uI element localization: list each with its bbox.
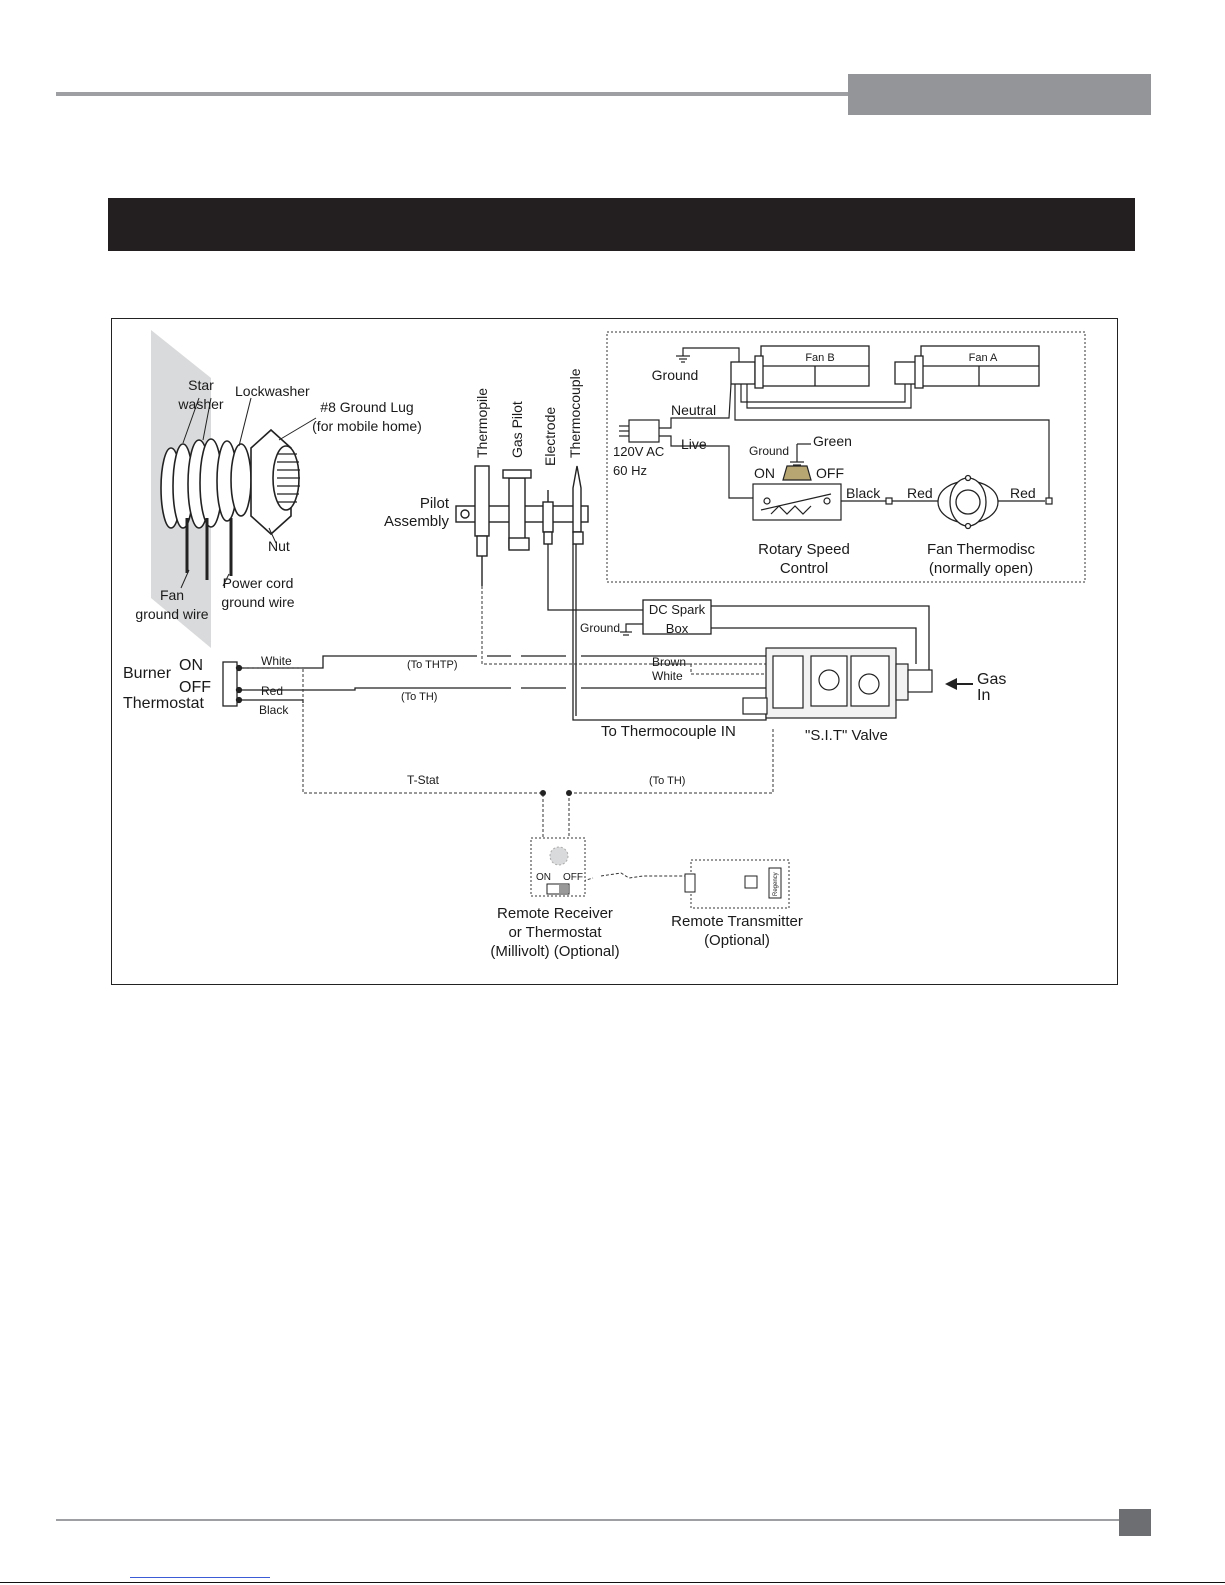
label-fan-black: Black <box>846 485 881 501</box>
label-receiver-off: OFF <box>563 872 583 883</box>
label-switch-on: ON <box>754 465 775 481</box>
label-nut: Nut <box>268 538 290 554</box>
footer-edge-line <box>0 1582 1225 1583</box>
label-transmitter-brand: Regency <box>773 872 779 896</box>
label-ground-lug: #8 Ground Lug(for mobile home) <box>312 399 422 434</box>
label-thermopile: Thermopile <box>474 388 490 458</box>
label-burner: Burner <box>123 665 172 682</box>
burner-switch <box>222 661 243 707</box>
label-receiver-on: ON <box>536 872 551 883</box>
label-lockwasher: Lockwasher <box>235 383 310 399</box>
footer-link-underline <box>130 1577 270 1578</box>
label-fan-red-2: Red <box>1010 485 1036 501</box>
label-fan-ground: Ground <box>652 367 699 383</box>
label-live: Live <box>681 436 707 452</box>
label-sit-valve: "S.I.T" Valve <box>805 727 888 744</box>
label-to-th: (To TH) <box>401 691 437 703</box>
label-thermostat: Thermostat <box>123 695 204 712</box>
label-white: White <box>261 654 292 668</box>
sit-valve <box>742 647 933 719</box>
label-t-stat: T-Stat <box>407 773 440 787</box>
label-gas-pilot: Gas Pilot <box>509 401 525 458</box>
fan-wiring-box <box>606 331 1086 583</box>
junction-dots <box>540 790 572 796</box>
label-thermocouple: Thermocouple <box>567 368 583 458</box>
label-green-ground: Ground <box>749 444 789 458</box>
label-brown: Brown <box>652 655 686 669</box>
dc-spark-box <box>642 599 712 635</box>
label-neutral: Neutral <box>671 402 716 418</box>
label-fan-a: Fan A <box>969 352 998 364</box>
label-valve-white: White <box>652 669 683 683</box>
remote-transmitter <box>684 859 790 909</box>
label-to-thtp: (To THTP) <box>407 659 458 671</box>
label-to-th-2: (To TH) <box>649 775 685 787</box>
label-on: ON <box>179 657 203 674</box>
diagram-frame <box>111 318 1118 985</box>
ground-lug-assembly <box>151 330 317 648</box>
page-number-tab <box>1119 1509 1151 1536</box>
label-electrode: Electrode <box>542 407 558 466</box>
header-tab <box>848 74 1151 115</box>
label-spark-ground: Ground <box>580 621 620 635</box>
gas-in-arrowhead <box>945 678 957 690</box>
label-fan-red-1: Red <box>907 485 933 501</box>
label-remote-transmitter: Remote Transmitter(Optional) <box>671 913 803 949</box>
section-title-bar <box>108 198 1135 251</box>
label-green: Green <box>813 433 852 449</box>
footer-rule <box>56 1519 1138 1521</box>
label-to-thermocouple-in: To Thermocouple IN <box>601 723 736 740</box>
label-fan-thermodisc: Fan Thermodisc(normally open) <box>927 541 1036 577</box>
header-rule <box>56 92 856 96</box>
label-fan-b: Fan B <box>805 352 834 364</box>
label-off: OFF <box>179 679 211 696</box>
remote-receiver <box>530 837 586 897</box>
label-red: Red <box>261 684 283 698</box>
label-black: Black <box>259 703 289 717</box>
label-switch-off: OFF <box>816 465 844 481</box>
spark-ground-symbol <box>620 623 643 636</box>
